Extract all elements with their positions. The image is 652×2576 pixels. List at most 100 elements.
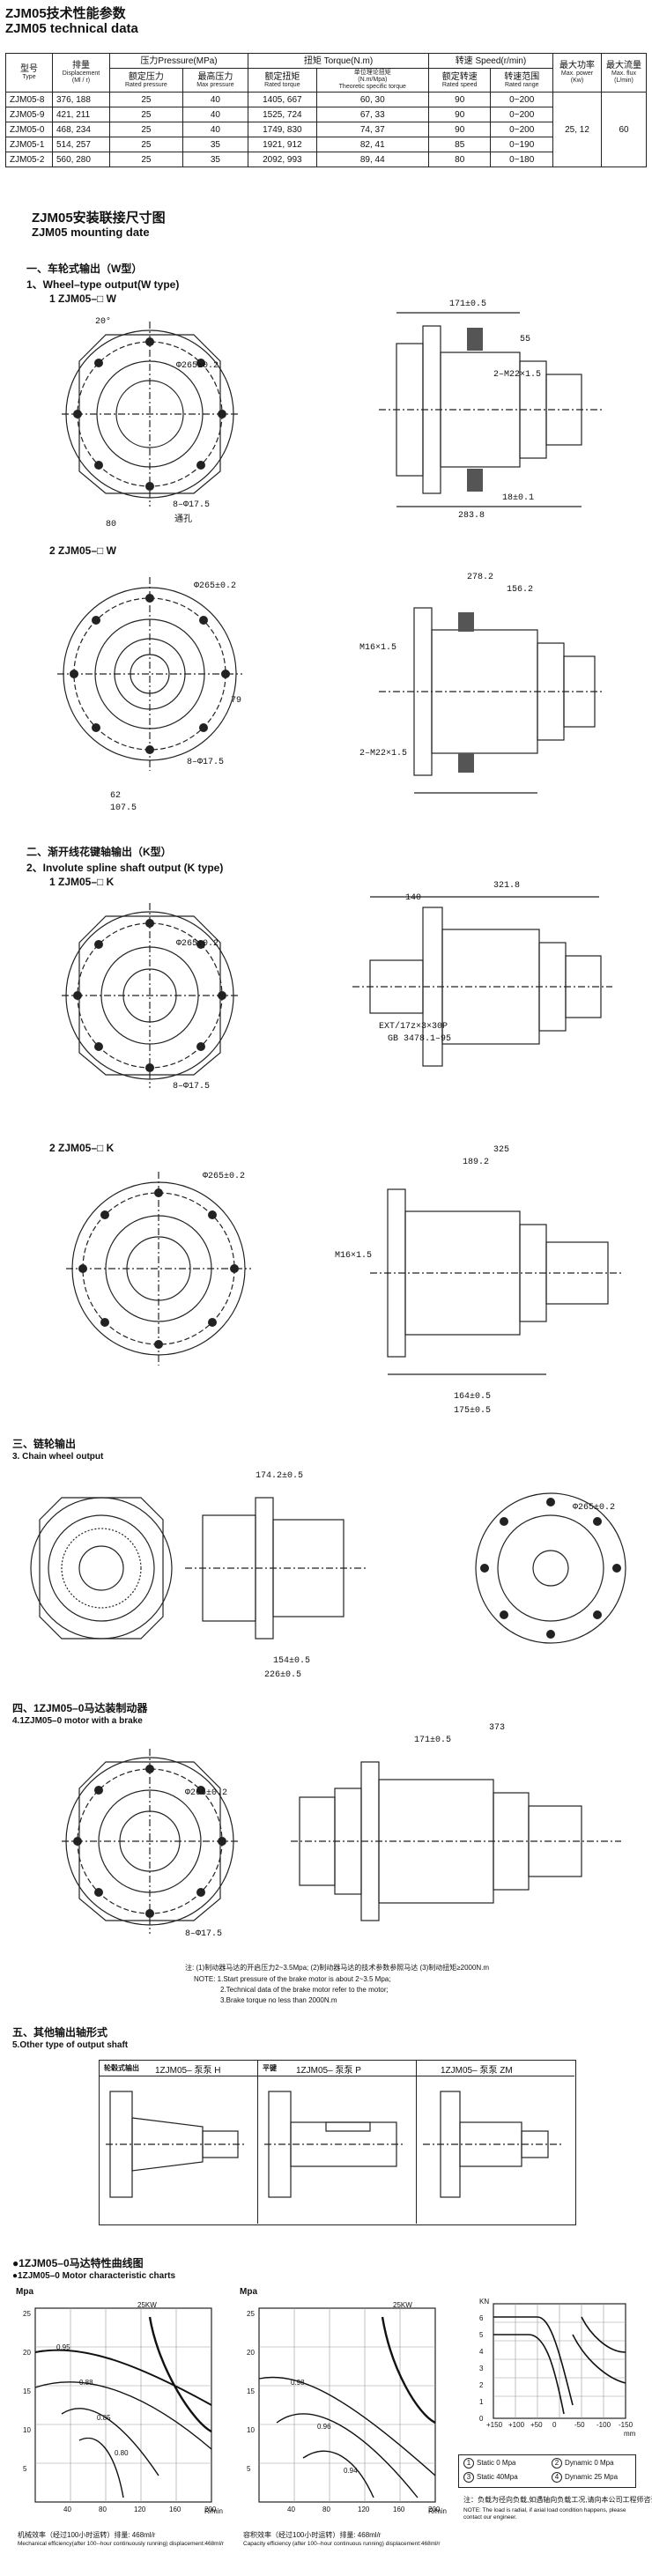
dim-55: 55 (520, 335, 531, 344)
shaft-divider-2 (416, 2060, 417, 2224)
dim-171b: 171±0.5 (414, 1736, 452, 1745)
c2-y-tick: 5 (247, 2465, 251, 2473)
c3-note-en: NOTE: The load is radial, if axial load … (463, 2507, 626, 2520)
c3-x-tick: +50 (530, 2421, 543, 2429)
dim-156: 156.2 (507, 585, 534, 595)
cell-power: 25, 12 (552, 92, 602, 167)
c1-x-tick: 120 (134, 2506, 146, 2513)
sec2-sub1: 1 ZJM05–□ K (49, 876, 115, 888)
dim-pcd: Φ265±0.2 (176, 361, 219, 371)
cell-st: 82, 41 (315, 137, 429, 152)
cell-rr: 0~200 (490, 122, 553, 137)
c1-x-tick: 80 (99, 2506, 107, 2513)
dim-226: 226±0.5 (264, 1670, 302, 1680)
sec4-title-en: 4.1ZJM05–0 motor with a brake (12, 1716, 143, 1726)
c2-eff-1: 0.96 (317, 2423, 331, 2431)
chart-radial-load (493, 2303, 626, 2419)
cell-rp: 25 (109, 107, 183, 122)
dim-140: 140 (405, 893, 422, 903)
dim-325: 325 (493, 1145, 510, 1155)
dim-angle: 20° (95, 317, 112, 327)
shaft-zm-code: 1ZJM05– 泵泵 ZM (441, 2066, 513, 2076)
cell-disp: 560, 280 (52, 152, 110, 167)
c2-xlabel: R/min (428, 2507, 447, 2515)
sec1-sub1: 1 ZJM05–□ W (49, 292, 116, 305)
c1-y-tick: 20 (23, 2349, 31, 2357)
dim-164: 164±0.5 (454, 1392, 492, 1402)
drawing-shaft-h (106, 2091, 247, 2198)
sec3-title-cn: 三、链轮输出 (12, 1438, 77, 1450)
cell-rt: 1749, 830 (248, 122, 317, 137)
cell-disp: 468, 234 (52, 122, 110, 137)
cell-rt: 2092, 993 (248, 152, 317, 167)
c3-xlabel: mm (624, 2430, 636, 2438)
sec1-title-cn: 一、车轮式输出（W型） (26, 263, 143, 275)
dim-189: 189.2 (463, 1158, 490, 1167)
drawing-w1-front (62, 322, 238, 507)
sec5-title-en: 5.Other type of output shaft (12, 2040, 129, 2050)
brake-note-1: NOTE: 1.Start pressure of the brake moto… (194, 1975, 391, 1983)
c3-x-tick: -100 (596, 2421, 611, 2429)
c3-x-tick: 0 (552, 2421, 557, 2429)
cell-rp: 25 (109, 92, 183, 107)
shaft-p-code: 1ZJM05– 泵泵 P (296, 2066, 361, 2076)
dim-283: 283.8 (458, 511, 485, 521)
c3-x-tick: -150 (619, 2421, 633, 2429)
dim-holes6: 8–Φ17.5 (185, 1929, 223, 1939)
cell-rs: 90 (427, 107, 492, 122)
mount-title-cn: ZJM05安装联接尺寸图 (32, 211, 166, 226)
c1-y-tick: 15 (23, 2387, 31, 2395)
drawing-shaft-p (264, 2091, 405, 2198)
drawing-k1-front (62, 903, 238, 1088)
chart-capacity-efficiency (258, 2307, 436, 2503)
dim-gb: GB 3478.1–95 (388, 1034, 452, 1044)
dim-pcd4: Φ265±0.2 (203, 1172, 246, 1181)
legend-number: 2 (552, 2458, 562, 2469)
dim-pcd3: Φ265±0.2 (176, 939, 219, 949)
shaft-h-label: 轮毂式输出 (104, 2064, 139, 2072)
legend-number: 3 (463, 2472, 474, 2483)
cell-disp: 514, 257 (52, 137, 110, 152)
sec1-title-en: 1、Wheel–type output(W type) (26, 278, 180, 291)
cell-rp: 25 (109, 137, 183, 152)
shaft-types-frame (99, 2060, 576, 2225)
c2-caption-cn: 容积效率（经过100小时运转）排量: 468ml/r (243, 2531, 382, 2539)
c2-y-tick: 25 (247, 2310, 255, 2318)
cell-rp: 25 (109, 122, 183, 137)
dim-62: 62 (110, 791, 122, 801)
drawing-w2-side (379, 607, 604, 794)
sec2-sub2: 2 ZJM05–□ K (49, 1142, 115, 1154)
sec4-title-cn: 四、1ZJM05–0马达装制动器 (12, 1702, 148, 1714)
dim-79: 79 (231, 696, 242, 706)
cell-rs: 85 (427, 137, 492, 152)
cell-rt: 1405, 667 (248, 92, 317, 107)
cell-rr: 0~200 (490, 92, 553, 107)
cell-st: 67, 33 (315, 107, 429, 122)
sec6-title-cn: ●1ZJM05–0马达特性曲线图 (12, 2257, 144, 2269)
mount-title-en: ZJM05 mounting date (32, 226, 150, 239)
dim-m22: 2–M22×1.5 (493, 370, 542, 380)
shaft-divider-1 (257, 2060, 258, 2224)
c3-y-tick: 4 (479, 2348, 484, 2356)
c2-y-tick: 10 (247, 2426, 255, 2434)
shaft-p-label: 平键 (263, 2064, 277, 2072)
legend-text: Static 40Mpa (477, 2473, 518, 2481)
dim-174: 174.2±0.5 (256, 1471, 304, 1481)
c2-y-tick: 15 (247, 2387, 255, 2395)
c1-x-tick: 40 (63, 2506, 71, 2513)
c3-y-tick: 1 (479, 2398, 484, 2406)
cell-rr: 0~190 (490, 137, 553, 152)
c1-y-tick: 10 (23, 2426, 31, 2434)
sec3-title-en: 3. Chain wheel output (12, 1452, 104, 1462)
c3-y-tick: 5 (479, 2331, 484, 2339)
c3-y-tick: 0 (479, 2415, 484, 2423)
cell-st: 60, 30 (315, 92, 429, 107)
drawing-k1-side (352, 896, 612, 1067)
legend-text: Dynamic 25 Mpa (565, 2473, 619, 2481)
legend-text: Dynamic 0 Mpa (565, 2459, 614, 2467)
cell-rr: 0~180 (490, 152, 553, 167)
